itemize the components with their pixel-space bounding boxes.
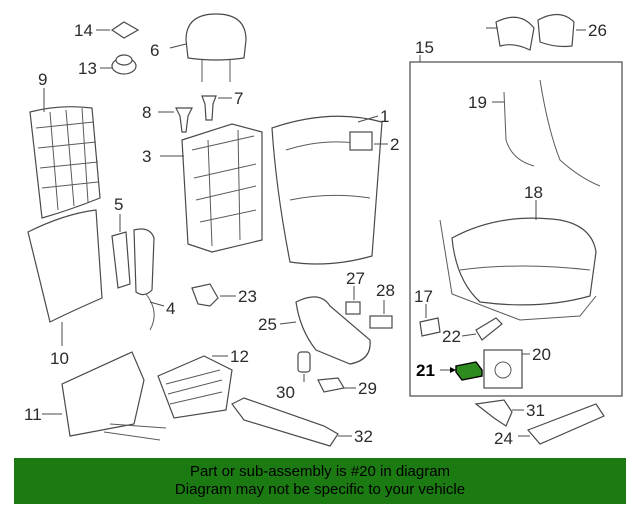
callout-22: 23 [238, 287, 257, 306]
part-7-guide [201, 95, 217, 121]
callout-20: 21 [416, 361, 435, 380]
part-17-seat-cushion [451, 217, 597, 306]
callout-14: 14 [74, 21, 93, 40]
part-3-seatback-frame [181, 123, 263, 253]
callout-3: 3 [142, 147, 151, 166]
part-14-clip [110, 21, 140, 39]
callout-1: 1 [380, 107, 389, 126]
callout-5: 5 [114, 195, 123, 214]
callout-24: 25 [258, 315, 277, 334]
callout-21: 22 [442, 327, 461, 346]
part-16-knob [419, 317, 441, 337]
part-20-highlighted [455, 361, 483, 381]
callout-15: 15 [415, 38, 434, 57]
callout-2: 2 [390, 135, 399, 154]
callout-7: 7 [234, 89, 243, 108]
part-1-seatback-cover [271, 115, 383, 265]
callout-19: 20 [532, 345, 551, 364]
callout-6: 6 [150, 41, 159, 60]
callout-13: 13 [78, 59, 97, 78]
part-29-cap [297, 351, 311, 373]
callout-16: 17 [414, 287, 433, 306]
banner-line-2: Diagram may not be specific to your vehi… [174, 481, 466, 498]
part-10-back-board [27, 209, 103, 323]
callout-31: 32 [354, 427, 373, 446]
banner-line-1: Part or sub-assembly is #20 in diagram [189, 463, 451, 480]
callout-8: 8 [142, 103, 151, 122]
part-18-wire [503, 79, 601, 187]
callout-11: 11 [24, 405, 42, 424]
callout-25: 26 [588, 21, 607, 40]
part-5-bracket [111, 231, 131, 289]
callout-26: 27 [346, 269, 365, 288]
part-30-bracket [474, 399, 513, 427]
callout-12: 12 [230, 347, 249, 366]
callout-29: 30 [276, 383, 295, 402]
info-banner: Part or sub-assembly is #20 in diagram D… [14, 458, 626, 504]
callout-4: 4 [166, 299, 175, 318]
callout-28: 29 [358, 379, 377, 398]
callout-18: 19 [468, 93, 487, 112]
part-27-switch [369, 315, 393, 329]
part-25-cover [537, 13, 575, 48]
part-32-bracket [495, 16, 535, 51]
part-2-pad [349, 131, 373, 151]
callout-30: 31 [526, 401, 545, 420]
callout-17: 18 [524, 183, 543, 202]
part-23-rail-cover [526, 403, 605, 445]
part-8-guide [175, 107, 193, 133]
part-9-back-panel [29, 106, 101, 219]
part-26-clip [345, 301, 361, 315]
part-4-side-airbag [133, 228, 155, 296]
part-24-side-shield [295, 296, 371, 365]
part-11-lower-panel [61, 351, 145, 437]
part-19-motor [483, 349, 523, 389]
seat-exploded-diagram: 15 14 13 6 9 8 7 3 1 2 10 5 4 23 [24, 13, 623, 448]
part-22-cap [191, 283, 219, 307]
part-28-cover [317, 377, 345, 393]
callout-10: 10 [50, 349, 69, 368]
callout-27: 28 [376, 281, 395, 300]
group-box-15 [409, 61, 623, 397]
part-6-headrest [185, 13, 247, 61]
part-21-handle [475, 317, 503, 341]
part-31-rail-cover [231, 397, 339, 447]
callout-23: 24 [494, 429, 513, 448]
callout-9: 9 [38, 70, 47, 89]
